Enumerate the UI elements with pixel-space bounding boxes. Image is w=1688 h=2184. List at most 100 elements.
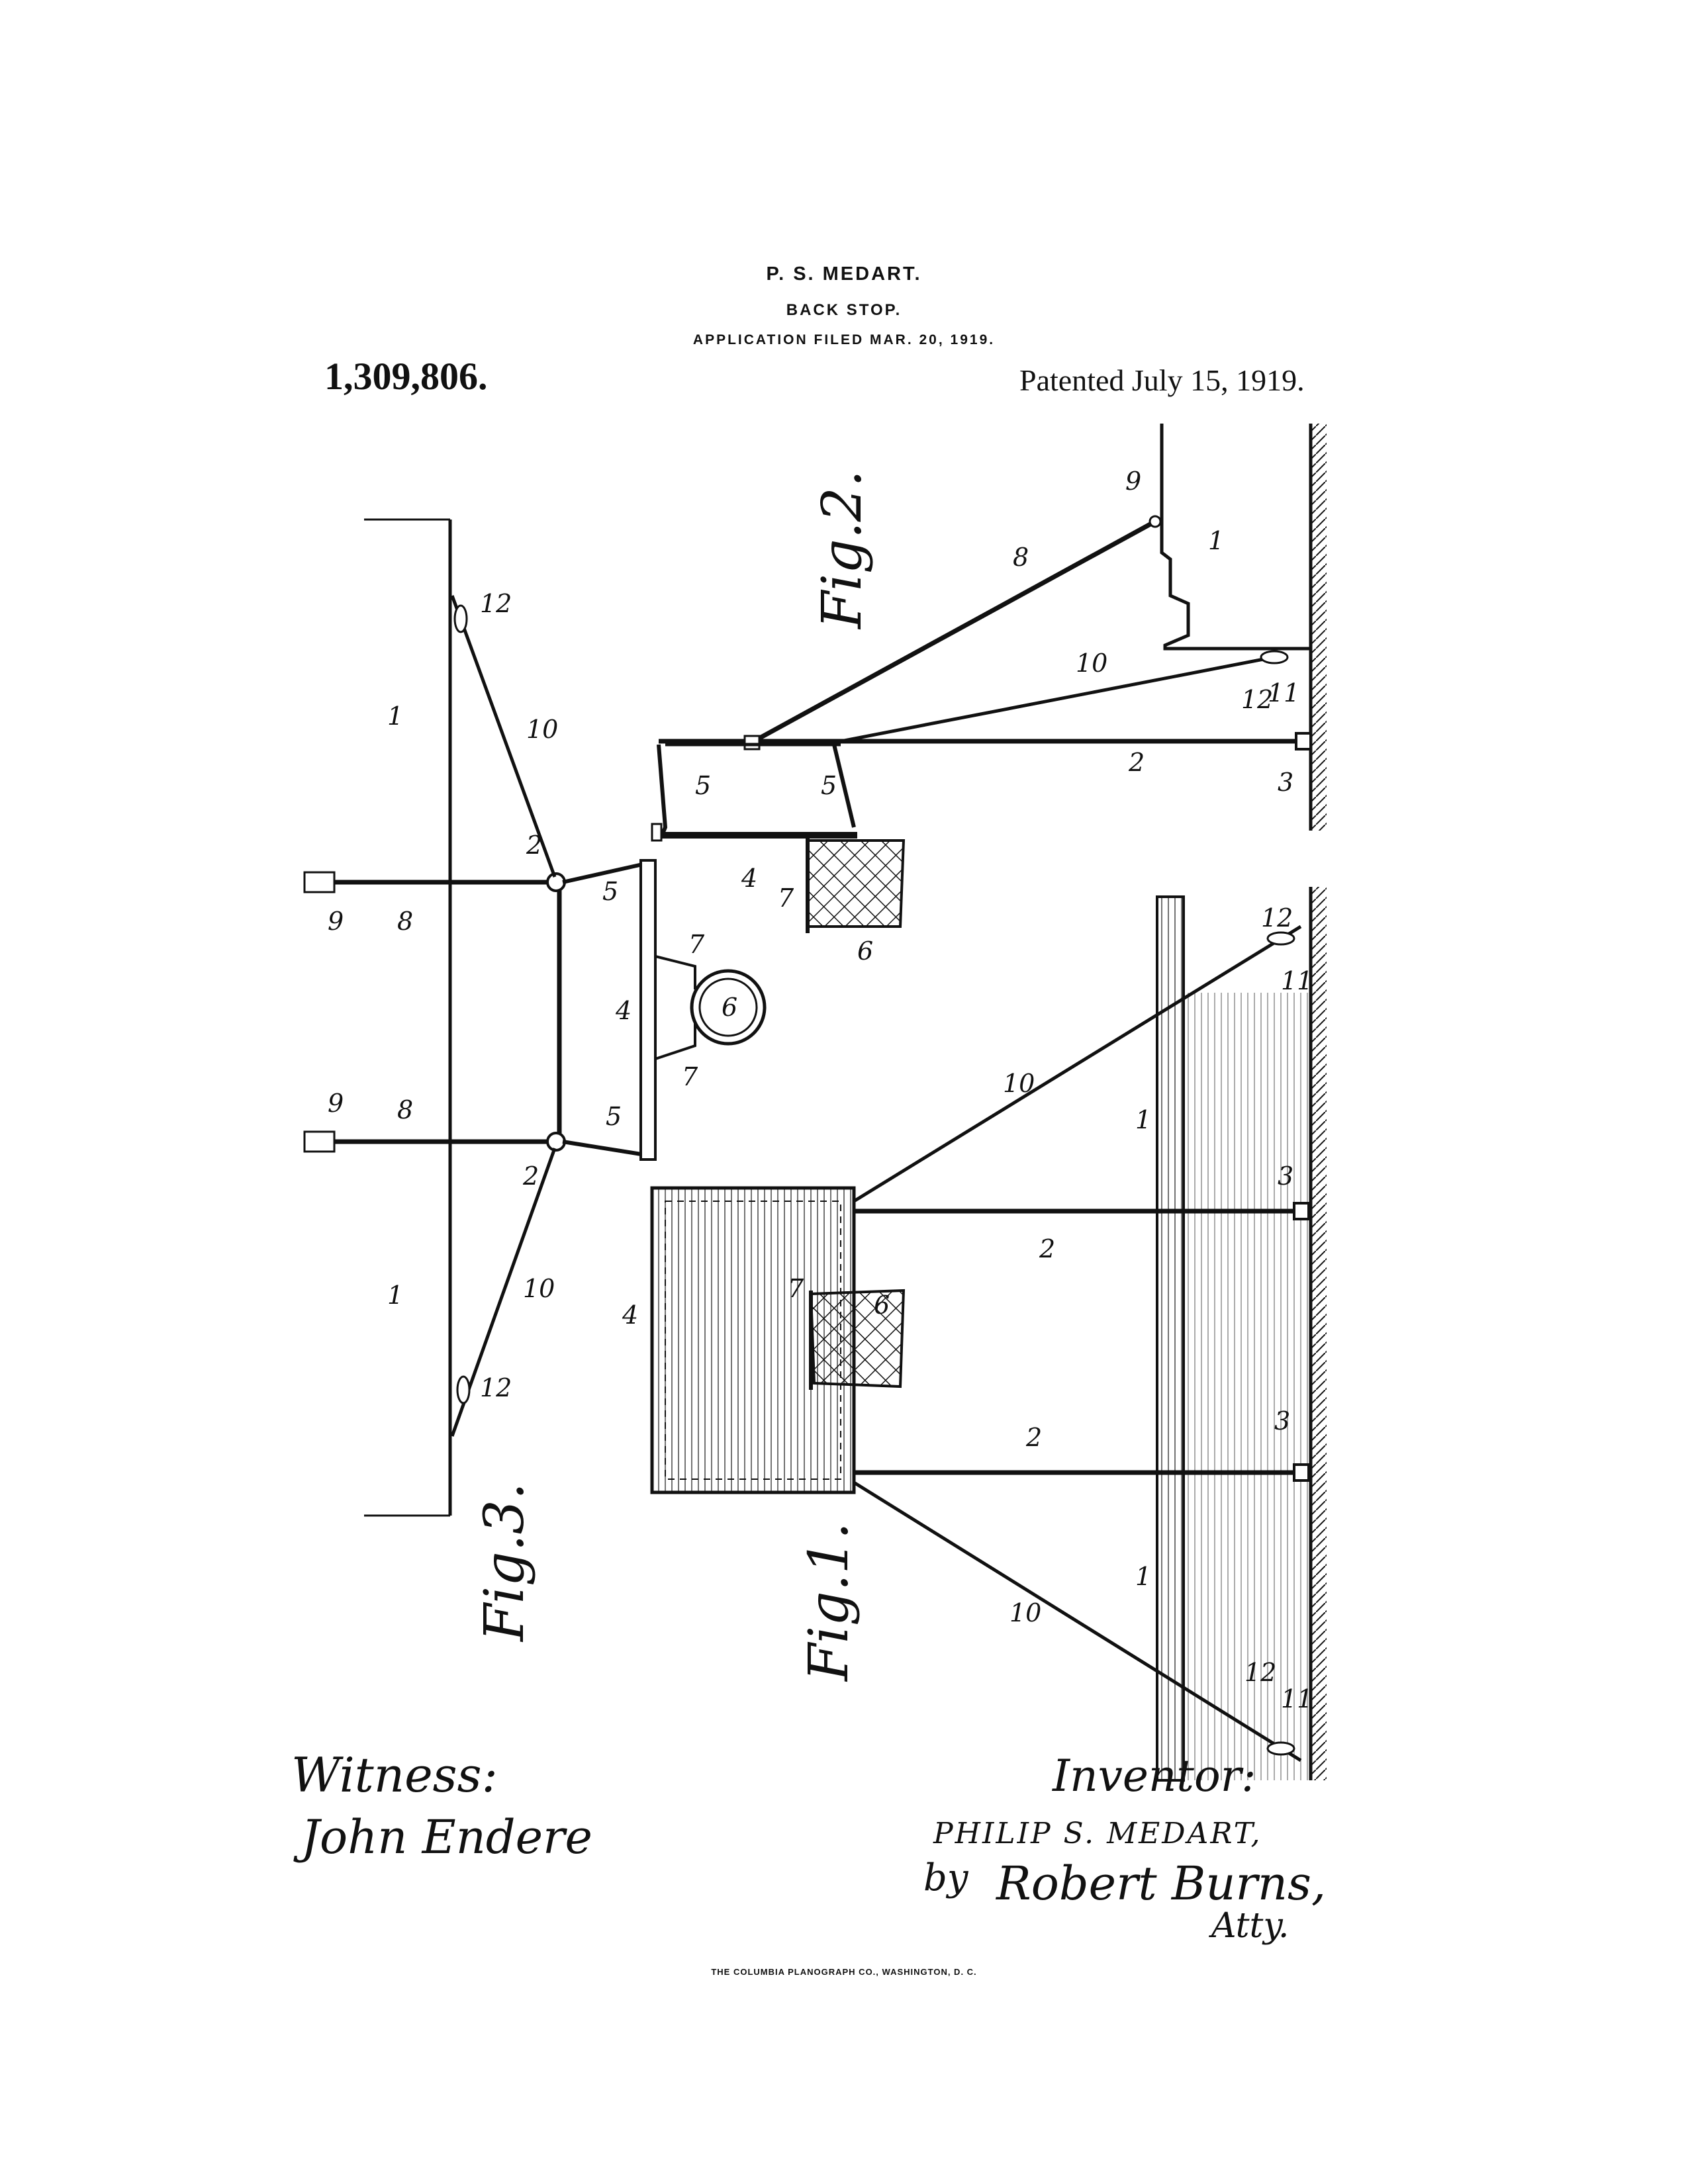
patent-number: 1,309,806. [324,355,488,398]
ref-2: 2 [526,831,542,860]
ref-1: 1 [387,1281,403,1310]
tie-rod-10 [853,1480,1302,1762]
ref-4: 4 [615,996,632,1025]
by-label: by [923,1856,968,1899]
balcony-1 [1156,895,1185,1782]
ref-11: 11 [1281,1684,1313,1713]
turnbuckle-12 [1260,650,1289,664]
ref-12: 12 [1261,903,1293,933]
ref-1: 1 [1208,526,1224,555]
ref-9: 9 [1125,467,1141,496]
witness-signature: John Endere [301,1810,592,1864]
figure-1-front-view [650,887,1327,1782]
bracket-7 [655,1023,696,1060]
arm-5 [657,744,668,837]
balcony-shading [1184,993,1309,1780]
ref-4: 4 [622,1300,638,1330]
arm-5 [832,744,856,828]
basket-net-6 [806,839,906,928]
ref-1: 1 [387,702,403,731]
figure-1-caption: Fig.1. [798,1522,861,1682]
wall-bolt-9 [1149,515,1162,528]
tie-rod-10 [450,595,557,878]
inventor-label: Inventor: [1053,1751,1256,1801]
turnbuckle-12 [456,1375,471,1404]
ref-2: 2 [1128,748,1145,777]
basket-net-6 [809,1289,906,1388]
ref-5: 5 [821,771,837,800]
floor-hatching [1312,887,1327,1780]
ref-1: 1 [1135,1105,1151,1134]
inventor-name: PHILIP S. MEDART, [933,1817,1262,1850]
attorney-label: Atty. [1211,1906,1289,1946]
ref-9: 9 [328,1089,344,1118]
ref-10: 10 [1009,1598,1041,1627]
floor-socket-3 [1293,1202,1310,1220]
ref-10: 10 [1003,1069,1035,1098]
ref-2: 2 [1025,1423,1042,1452]
ref-6: 6 [857,936,873,966]
ref-1: 1 [1135,1562,1151,1591]
arm-5 [562,862,646,884]
patent-title: BACK STOP. [786,301,902,319]
balcony-1 [1160,424,1311,651]
brace-8 [750,519,1156,745]
ref-7: 7 [688,930,705,959]
ref-5: 5 [606,1102,622,1131]
bracket-end [651,823,663,842]
ref-12: 12 [1244,1658,1276,1687]
ref-3: 3 [1278,768,1293,797]
ref-10: 10 [1076,649,1107,678]
ref-7: 7 [778,884,794,913]
tie-rod-10 [840,653,1285,743]
backboard-4 [639,859,657,1161]
reference-numerals: 1 1 2 2 4 5 5 6 7 7 8 8 9 9 10 10 12 12 … [328,467,1313,1713]
ref-6: 6 [722,993,737,1022]
patent-inventor-header: P. S. MEDART. [766,263,922,285]
brace-clamp [743,735,761,751]
ref-5: 5 [695,771,711,800]
figure-3-caption: Fig.3. [473,1482,536,1643]
ref-2: 2 [1039,1234,1055,1263]
ref-3: 3 [1274,1406,1290,1435]
ref-12: 12 [480,1373,512,1402]
ref-8: 8 [397,907,413,936]
column-post [546,1132,566,1152]
ref-11: 11 [1281,966,1313,995]
floor-socket-3 [1293,1463,1310,1482]
attorney-signature: Robert Burns, [996,1856,1327,1911]
figure-2-caption: Fig.2. [811,470,874,630]
ref-7: 7 [682,1062,698,1091]
witness-label: Witness: [291,1747,498,1803]
application-filed-date: APPLICATION FILED MAR. 20, 1919. [692,332,996,347]
ref-8: 8 [397,1095,413,1124]
bolt-plate [303,871,336,893]
ref-4: 4 [741,864,757,893]
ref-2: 2 [522,1161,539,1191]
ref-10: 10 [523,1274,555,1303]
bracket-7 [655,955,696,989]
ref-12: 12 [480,589,512,618]
ref-8: 8 [1013,543,1029,572]
basket-ring-6 [690,969,767,1046]
ref-3: 3 [1278,1161,1293,1191]
ref-5: 5 [602,877,618,906]
ref-7: 7 [788,1274,804,1303]
floor-socket-3 [1295,732,1312,751]
floor-hatching [1312,424,1327,831]
ref-6: 6 [874,1291,890,1320]
turnbuckle-12 [453,604,468,633]
ref-10: 10 [526,715,558,744]
figure-3-plan-view [303,518,767,1517]
basket-ring-inner [698,978,758,1037]
figure-2-side-view [651,424,1327,933]
patented-date: Patented July 15, 1919. [1019,363,1305,397]
turnbuckle-12 [1266,931,1295,946]
bolt-plate [303,1130,336,1153]
tie-rod-10 [853,925,1302,1203]
arm-5 [562,1140,646,1157]
printer-credit: THE COLUMBIA PLANOGRAPH CO., WASHINGTON,… [711,1967,977,1977]
ref-9: 9 [328,907,344,936]
ref-11: 11 [1268,678,1299,707]
